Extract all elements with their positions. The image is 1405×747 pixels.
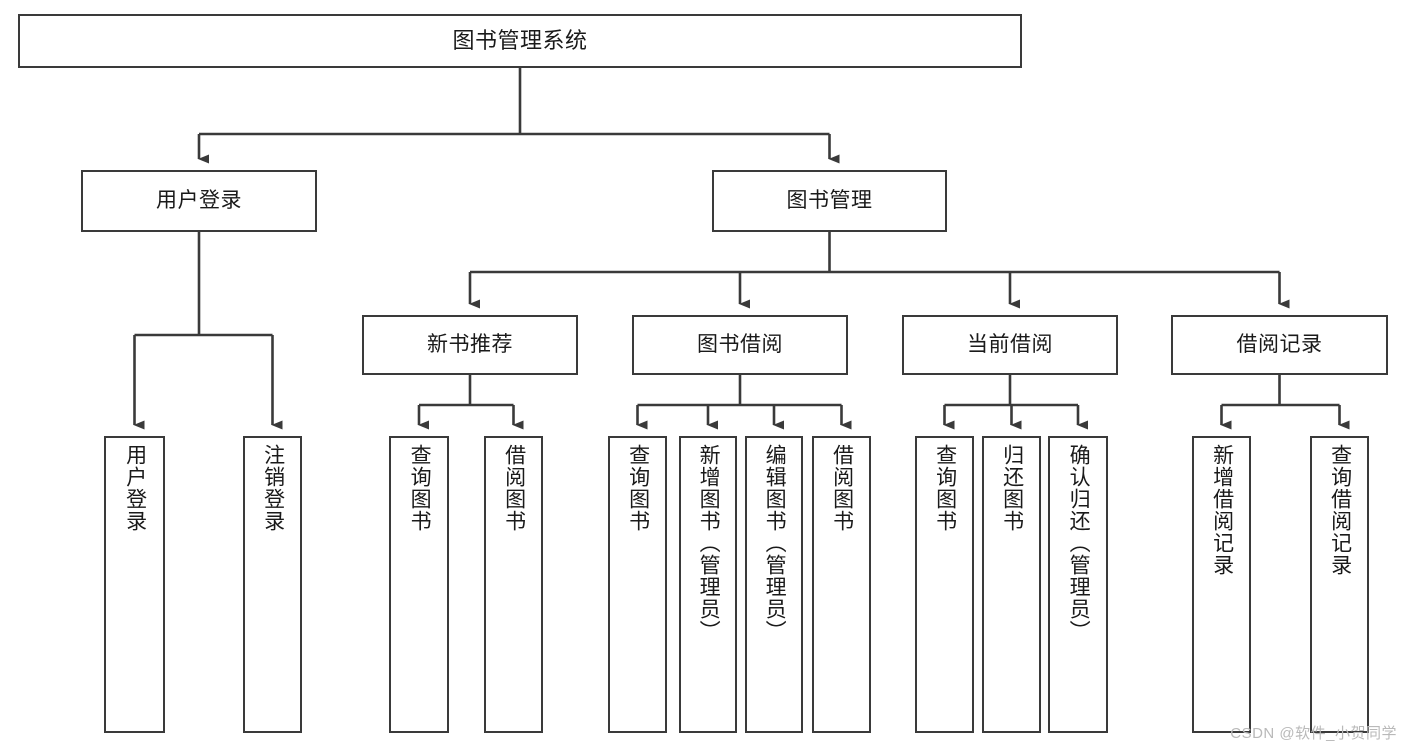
node-label: 图书管理	[786, 189, 873, 213]
node-l1-login[interactable]: 用户登录	[81, 170, 317, 232]
node-label: 注销登录	[261, 444, 285, 532]
node-label: 用户登录	[123, 444, 147, 532]
watermark-text: CSDN @软件_小贺同学	[1230, 725, 1397, 742]
node-label: 新增图书（管理员）	[697, 444, 721, 642]
node-l3-userlogin[interactable]: 用户登录	[104, 436, 165, 733]
node-label: 借阅图书	[830, 444, 854, 532]
node-label: 新增借阅记录	[1210, 444, 1234, 576]
node-label: 用户登录	[156, 189, 242, 213]
node-l3-cu-confirm[interactable]: 确认归还（管理员）	[1048, 436, 1108, 733]
node-label: 新书推荐	[427, 333, 513, 357]
node-l3-bo-query[interactable]: 查询图书	[608, 436, 667, 733]
node-label: 当前借阅	[967, 333, 1053, 357]
node-l3-nb-borrow[interactable]: 借阅图书	[484, 436, 543, 733]
node-l2-newbook[interactable]: 新书推荐	[362, 315, 578, 375]
node-label: 借阅记录	[1236, 333, 1323, 357]
node-label: 查询图书	[626, 444, 650, 532]
node-l3-re-add[interactable]: 新增借阅记录	[1192, 436, 1251, 733]
node-label: 确认归还（管理员）	[1067, 444, 1091, 642]
node-label: 借阅图书	[502, 444, 526, 532]
node-label: 查询图书	[933, 444, 957, 532]
node-label: 图书管理系统	[452, 27, 588, 53]
node-label: 编辑图书（管理员）	[763, 444, 787, 642]
node-label: 查询图书	[408, 444, 432, 532]
node-l3-bo-edit[interactable]: 编辑图书（管理员）	[745, 436, 803, 733]
node-l1-bookmgr[interactable]: 图书管理	[712, 170, 947, 232]
node-l3-logout[interactable]: 注销登录	[243, 436, 302, 733]
node-l2-records[interactable]: 借阅记录	[1171, 315, 1388, 375]
node-l2-current[interactable]: 当前借阅	[902, 315, 1118, 375]
node-l3-nb-query[interactable]: 查询图书	[389, 436, 449, 733]
node-label: 图书借阅	[697, 333, 783, 357]
node-l3-cu-query[interactable]: 查询图书	[915, 436, 974, 733]
node-label: 归还图书	[1000, 444, 1024, 532]
node-l3-re-query[interactable]: 查询借阅记录	[1310, 436, 1369, 733]
node-l3-bo-borrow[interactable]: 借阅图书	[812, 436, 871, 733]
node-l3-cu-return[interactable]: 归还图书	[982, 436, 1041, 733]
node-l2-borrow[interactable]: 图书借阅	[632, 315, 848, 375]
node-l3-bo-add[interactable]: 新增图书（管理员）	[679, 436, 737, 733]
node-label: 查询借阅记录	[1328, 444, 1352, 576]
node-root[interactable]: 图书管理系统	[18, 14, 1022, 68]
